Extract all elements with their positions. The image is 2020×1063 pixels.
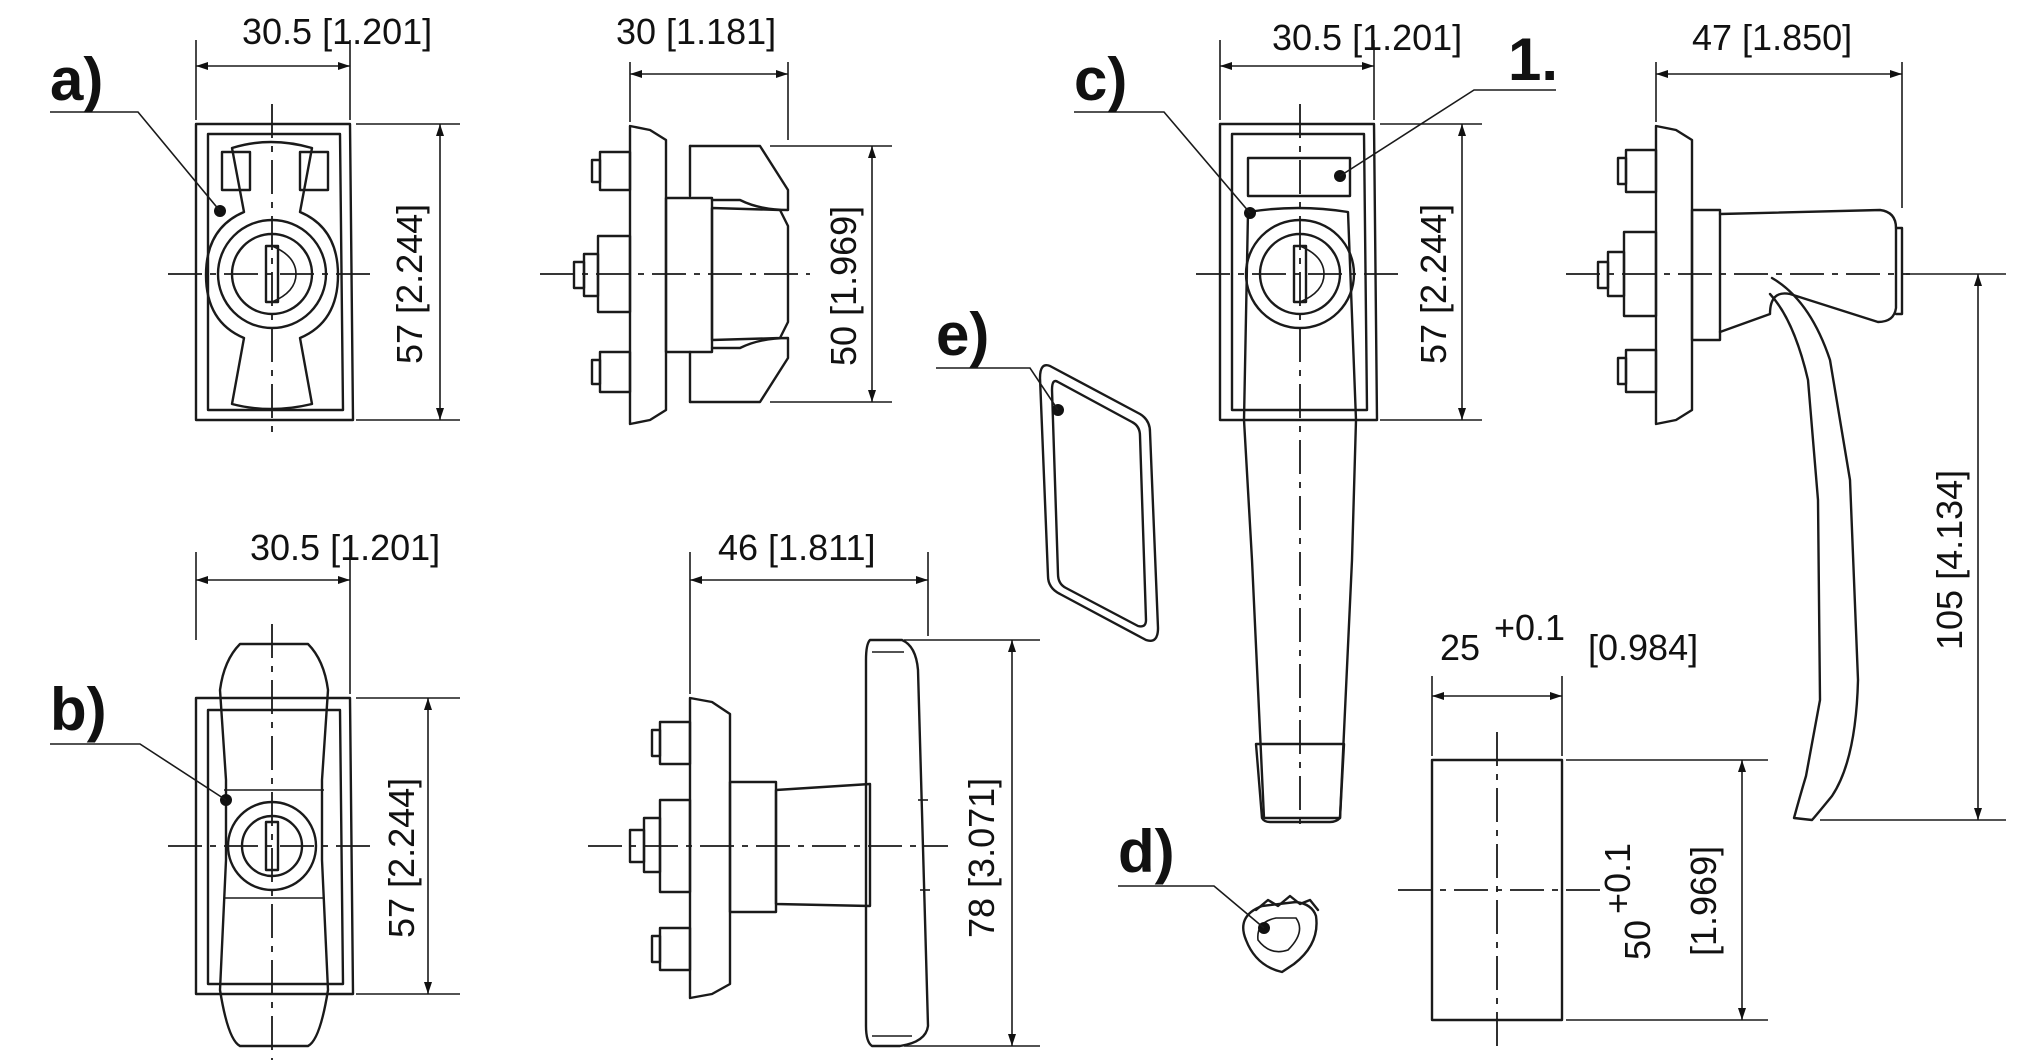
gasket-e [936,364,1160,642]
panel-cutout [1398,676,1768,1050]
label-d: d) [1118,818,1175,885]
dim-a-side-height: 50 [1.969] [823,206,864,366]
dim-a-height: 57 [2.244] [389,204,430,364]
dim-a-side-width: 30 [1.181] [616,11,776,52]
view-b-front [50,552,460,1060]
label-1: 1. [1508,26,1558,93]
dim-a-width: 30.5 [1.201] [242,11,432,52]
label-e: e) [936,301,989,368]
view-a-side [540,62,892,426]
view-a-front [50,40,460,440]
dim-b-side-width: 46 [1.811] [718,527,875,568]
key-d [1118,885,1320,974]
dim-cutout-height-tol: +0.1 [1597,843,1638,914]
dim-b-side-height: 78 [3.071] [961,778,1002,938]
view-c-front [1074,40,1556,830]
dim-cutout-width-inch: [0.984] [1588,627,1698,668]
dim-c-side-width: 47 [1.850] [1692,17,1852,58]
dim-c-width: 30.5 [1.201] [1272,17,1462,58]
view-c-side [1566,62,2006,822]
label-c: c) [1074,46,1127,113]
dim-c-side-height: 105 [4.134] [1929,470,1970,650]
dim-cutout-height-nominal: 50 [1617,920,1658,960]
dim-cutout-width-nominal: 25 [1440,627,1480,668]
dim-c-height: 57 [2.244] [1413,204,1454,364]
label-b: b) [50,676,107,743]
view-b-side [588,552,1040,1048]
dim-cutout-width-tol: +0.1 [1494,607,1565,648]
dim-b-height: 57 [2.244] [381,778,422,938]
dim-b-width: 30.5 [1.201] [250,527,440,568]
dim-cutout-height-inch: [1.969] [1683,846,1724,956]
label-a: a) [50,46,103,113]
